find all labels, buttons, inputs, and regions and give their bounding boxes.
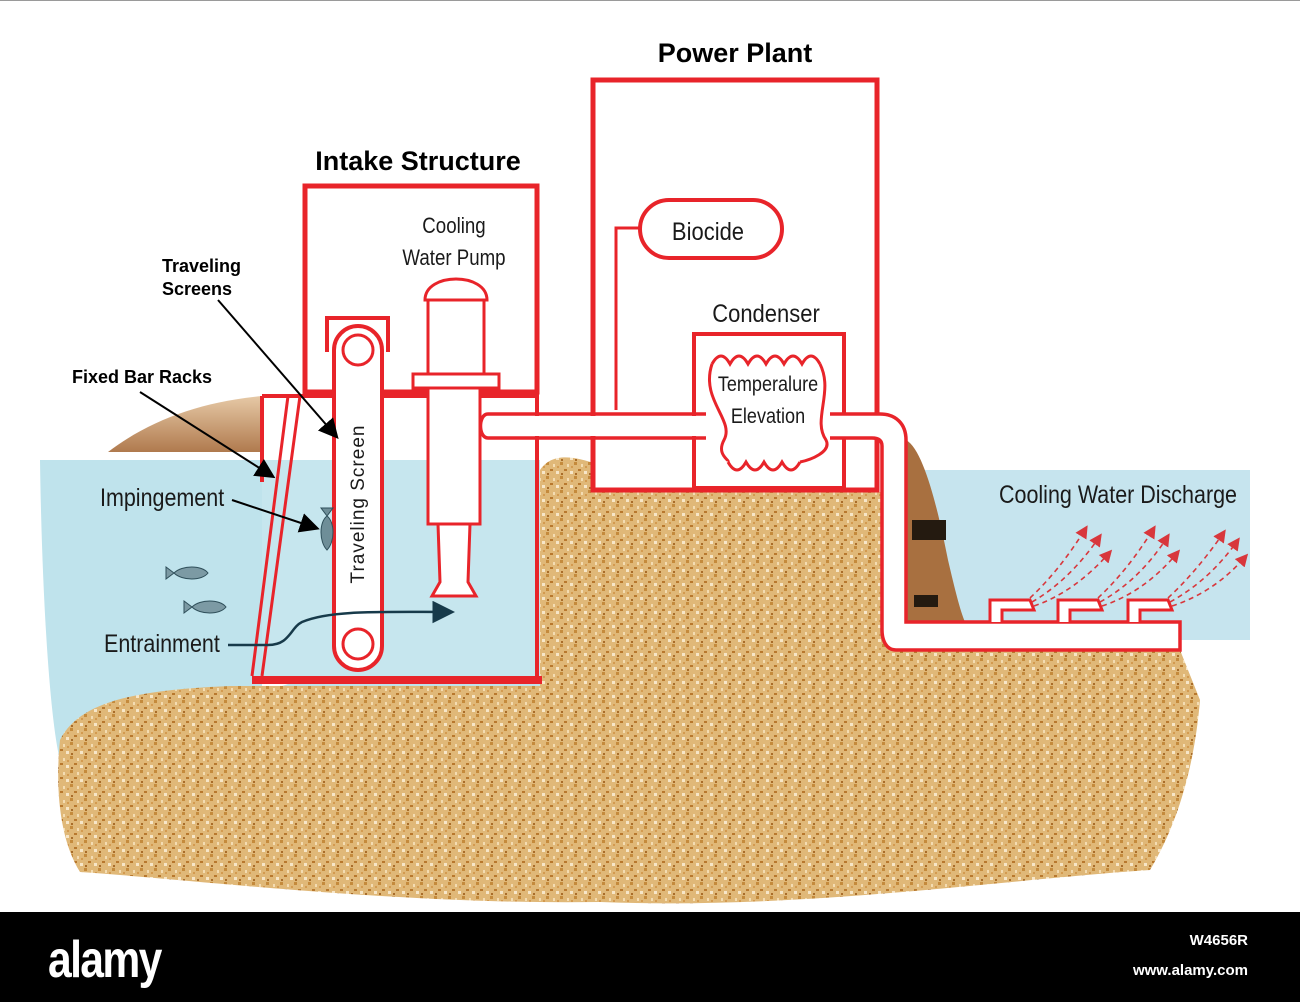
impingement-label: Impingement (100, 483, 225, 511)
pipe-fill-left (488, 416, 706, 436)
temperature-elevation-label-2: Elevation (731, 405, 805, 429)
condenser-label: Condenser (712, 300, 820, 328)
watermark-url[interactable]: www.alamy.com (1132, 962, 1248, 979)
screen-top-roller (341, 333, 375, 367)
condenser-coil-top (710, 354, 822, 368)
condenser-coil-right (799, 363, 829, 464)
discharge-diffuser-1 (988, 598, 1037, 622)
right-shore-mark (912, 520, 946, 540)
discharge-diffuser-3 (1126, 598, 1175, 622)
left-shore (108, 396, 262, 452)
pump-motor-flange (411, 372, 501, 390)
impingement-arrow (231, 499, 320, 533)
intake-water-inner (262, 460, 540, 680)
traveling-screens-arrow (217, 299, 339, 440)
temperature-elevation-label-1: Temperalure (718, 373, 818, 397)
pump-motor-body[interactable] (426, 298, 486, 376)
traveling-screens-label-2: Screens (162, 279, 232, 299)
power-plant-label: Power Plant (658, 38, 813, 68)
impinged-fish-icon (320, 507, 334, 551)
intake-water (40, 460, 540, 760)
discharge-diffuser-2 (1056, 598, 1105, 622)
fixed-bar-rack (250, 395, 302, 677)
watermark-footer: alamy W4656R www.alamy.com (0, 912, 1300, 1002)
traveling-screen-vertical-label: Traveling Screen (348, 425, 369, 584)
pump-bowl (429, 522, 479, 598)
right-shore-mark (914, 595, 938, 607)
entrainment-label: Entrainment (104, 629, 220, 657)
pump-motor-dome (423, 277, 489, 302)
cooling-water-pipe (478, 412, 1182, 652)
top-border (0, 0, 1300, 1)
discharge-water (910, 470, 1250, 640)
intake-structure-label: Intake Structure (315, 146, 521, 176)
discharge-plume-arrows (1029, 525, 1249, 607)
traveling-screens-label-1: Traveling (162, 256, 241, 276)
screen-bottom-roller (341, 627, 375, 661)
image-id: W4656R (1189, 932, 1248, 949)
alamy-logo: alamy (48, 931, 162, 989)
sediment-ground (58, 457, 1200, 904)
fixed-bar-racks-label: Fixed Bar Racks (72, 367, 212, 387)
biocide-label: Biocide (672, 218, 744, 246)
biocide-feed-line (614, 226, 640, 410)
fish-icon (165, 566, 209, 580)
fish-icon (183, 600, 227, 614)
condenser-coil-bottom (726, 458, 802, 472)
cooling-water-discharge-label: Cooling Water Discharge (999, 480, 1237, 508)
fixed-bar-racks-arrow (139, 391, 276, 479)
traveling-screen[interactable] (332, 324, 384, 672)
traveling-screen-frame (325, 316, 390, 352)
cooling-water-pump-label-2: Water Pump (402, 247, 505, 271)
pump-column (426, 386, 482, 526)
cooling-water-pump-label-1: Cooling (422, 215, 485, 239)
condenser-coil-left (708, 363, 730, 464)
intake-basin-floor (252, 676, 542, 684)
entrainment-arrow (228, 600, 455, 647)
